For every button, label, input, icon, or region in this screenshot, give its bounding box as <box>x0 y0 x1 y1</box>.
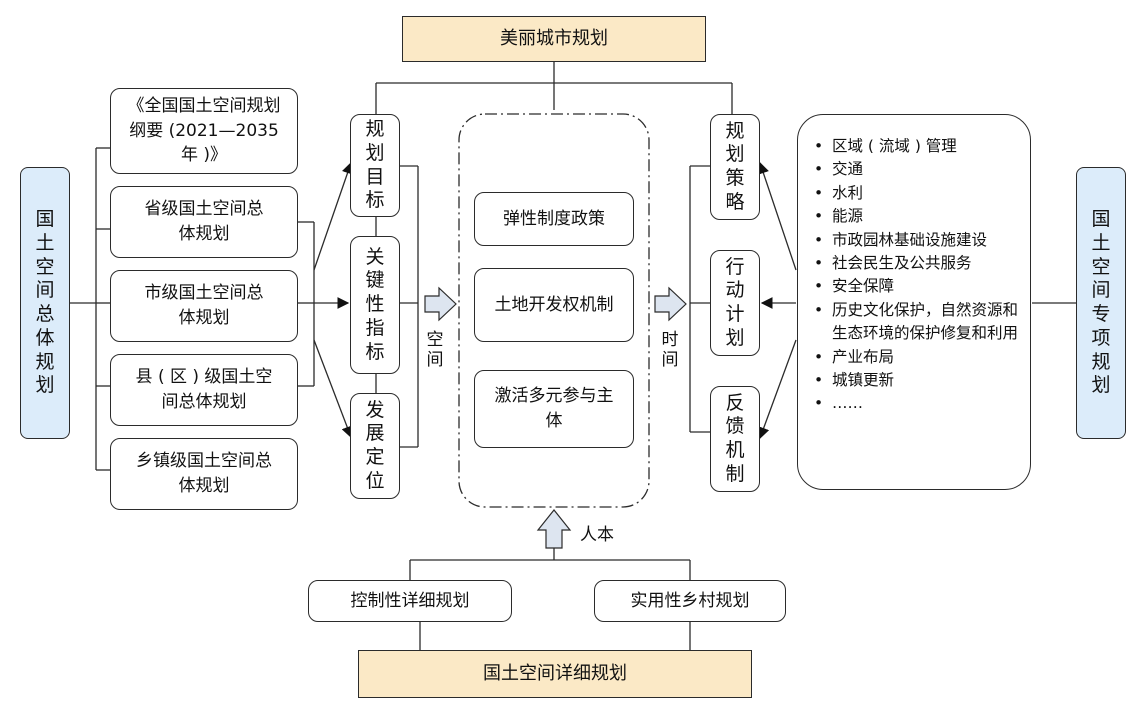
special-plan-item: 能源 <box>812 205 1022 229</box>
special-plan-item: 交通 <box>812 158 1022 182</box>
national-plan-outline: 《全国国土空间规划纲要 (2021—2035 年 )》 <box>127 96 281 166</box>
top-title: 美丽城市规划 <box>500 27 608 49</box>
key-indicator: 关键性指标 <box>365 245 385 363</box>
development-positioning: 发展定位 <box>365 398 385 492</box>
special-plan-item: 历史文化保护，自然资源和生态环境的保护修复和利用 <box>812 299 1022 346</box>
special-plan-item: 区域 ( 流域 ) 管理 <box>812 135 1022 159</box>
special-plan-item: 产业布局 <box>812 346 1022 370</box>
province-plan-box: 省级国土空间总体规划 <box>110 186 298 258</box>
time-label: 时间 <box>661 330 679 371</box>
planning-goal-box: 规划目标 <box>350 114 400 217</box>
action-plan: 行动计划 <box>725 255 745 349</box>
county-plan: 县 ( 区 ) 级国土空间总体规划 <box>135 367 273 412</box>
right-side-title-box: 国土空间专项规划 <box>1076 167 1126 439</box>
planning-strategy-box: 规划策略 <box>710 114 760 220</box>
village-plan-box: 实用性乡村规划 <box>594 580 786 622</box>
special-plan-item: 社会民生及公共服务 <box>812 252 1022 276</box>
special-plan-item: …… <box>812 392 1022 416</box>
regulatory-detail-plan-box: 控制性详细规划 <box>308 580 512 622</box>
village-plan: 实用性乡村规划 <box>630 590 750 611</box>
special-plan-item: 安全保障 <box>812 275 1022 299</box>
action-plan-box: 行动计划 <box>710 250 760 356</box>
township-plan: 乡镇级国土空间总体规划 <box>136 451 272 496</box>
space-label: 空间 <box>426 330 444 371</box>
top-title-box: 美丽城市规划 <box>402 16 706 62</box>
space-flow-arrow <box>424 286 457 322</box>
special-plan-item: 水利 <box>812 182 1022 206</box>
multi-stakeholder-box: 激活多元参与主体 <box>474 370 634 448</box>
special-plans-list-box: 区域 ( 流域 ) 管理 交通 水利 能源 市政园林基础设施建设 社会民生及公共… <box>797 114 1031 490</box>
planning-strategy: 规划策略 <box>725 119 745 213</box>
city-plan-box: 市级国土空间总体规划 <box>110 270 298 342</box>
planning-goal: 规划目标 <box>365 118 385 212</box>
land-development-right: 土地开发权机制 <box>494 294 614 315</box>
flexible-policy: 弹性制度政策 <box>503 208 605 229</box>
bottom-title: 国土空间详细规划 <box>483 662 627 684</box>
multi-stakeholder: 激活多元参与主体 <box>494 386 614 431</box>
regulatory-detail-plan: 控制性详细规划 <box>350 590 470 611</box>
special-plan-item: 城镇更新 <box>812 369 1022 393</box>
flexible-policy-box: 弹性制度政策 <box>474 192 634 246</box>
time-flow-arrow <box>654 286 687 322</box>
left-side-title: 国土空间总体规划 <box>35 208 55 397</box>
special-plans-list: 区域 ( 流域 ) 管理 交通 水利 能源 市政园林基础设施建设 社会民生及公共… <box>812 135 1022 416</box>
feedback-mechanism-box: 反馈机制 <box>710 386 760 492</box>
people-label: 人本 <box>580 525 614 545</box>
left-side-title-box: 国土空间总体规划 <box>20 167 70 439</box>
special-plan-item: 市政园林基础设施建设 <box>812 229 1022 253</box>
people-flow-arrow <box>536 509 572 549</box>
township-plan-box: 乡镇级国土空间总体规划 <box>110 438 298 510</box>
county-plan-box: 县 ( 区 ) 级国土空间总体规划 <box>110 354 298 426</box>
key-indicator-box: 关键性指标 <box>350 236 400 374</box>
right-side-title: 国土空间专项规划 <box>1091 208 1111 397</box>
city-plan: 市级国土空间总体规划 <box>144 283 264 328</box>
development-positioning-box: 发展定位 <box>350 393 400 499</box>
province-plan: 省级国土空间总体规划 <box>144 199 264 244</box>
bottom-title-box: 国土空间详细规划 <box>358 650 752 698</box>
national-plan-outline-box: 《全国国土空间规划纲要 (2021—2035 年 )》 <box>110 88 298 174</box>
land-development-right-box: 土地开发权机制 <box>474 268 634 342</box>
feedback-mechanism: 反馈机制 <box>725 391 745 485</box>
